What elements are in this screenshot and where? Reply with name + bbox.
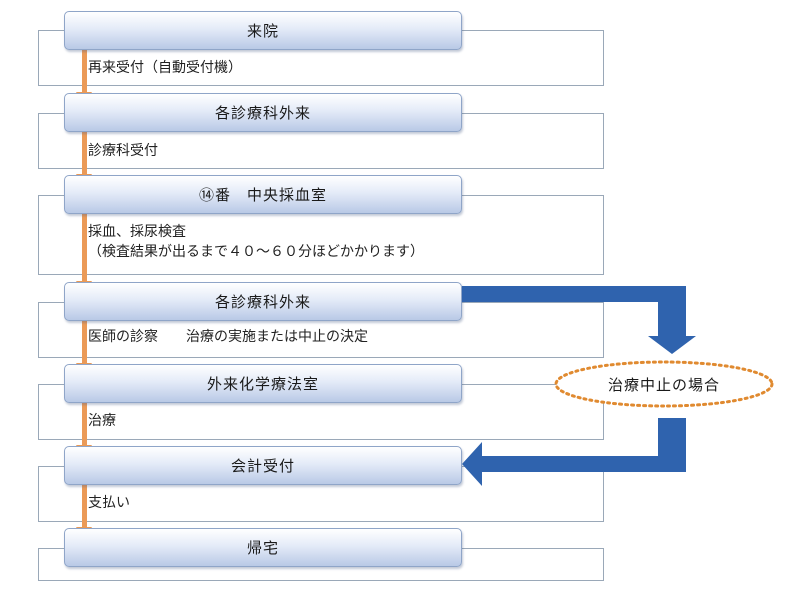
branch-arrow-down [462, 286, 696, 354]
step-department-1: 各診療科外来 [64, 93, 462, 132]
note-department-reception: 診療科受付 [88, 143, 158, 159]
step-accounting: 会計受付 [64, 446, 462, 485]
flow-arrow-4-line [82, 320, 87, 363]
step-go-home: 帰宅 [64, 528, 462, 567]
note-reception: 再来受付（自動受付機） [88, 60, 242, 76]
note-consultation: 医師の診察 治療の実施または中止の決定 [88, 329, 368, 345]
flow-arrow-5-line [82, 402, 87, 445]
step-chemotherapy-room: 外来化学療法室 [64, 364, 462, 403]
branch-label: 治療中止の場合 [607, 375, 720, 394]
flow-arrow-1-line [82, 49, 87, 92]
branch-arrow-left [462, 418, 686, 486]
note-payment: 支払い [88, 495, 130, 511]
note-treatment: 治療 [88, 413, 116, 429]
step-blood-test-room: ⑭番 中央採血室 [64, 175, 462, 214]
step-visit: 来院 [64, 11, 462, 50]
branch-oval [554, 360, 774, 408]
note-blood-test: 採血、採尿検査 （検査結果が出るまで４０～６０分ほどかかります） [88, 224, 424, 260]
flow-arrow-3-line [82, 213, 87, 281]
step-department-2: 各診療科外来 [64, 282, 462, 321]
flow-arrow-6-line [82, 484, 87, 527]
flow-arrow-2-line [82, 131, 87, 174]
